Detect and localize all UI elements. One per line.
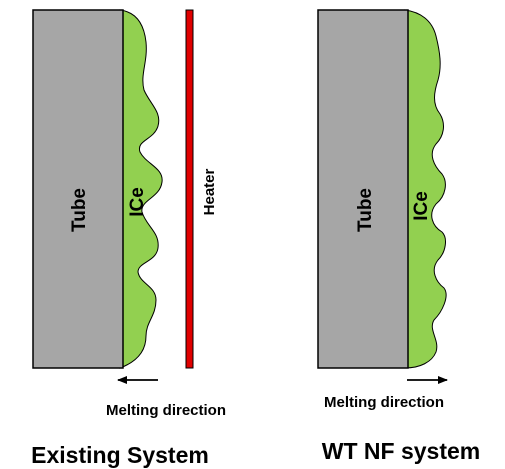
tube-wtnf xyxy=(317,9,409,369)
tube-existing xyxy=(32,9,124,369)
ice-label-wtnf: ICe xyxy=(411,191,432,221)
ice-label-existing: ICe xyxy=(127,187,148,217)
tube-label-existing: Tube xyxy=(69,188,90,232)
heater-bar xyxy=(185,9,194,369)
melting-direction-label-wtnf: Melting direction xyxy=(324,394,444,411)
ice-layer-existing xyxy=(119,9,163,369)
existing-system-title: Existing System xyxy=(31,442,209,468)
existing-system-panel: Tube ICe Heater Melting direction Existi… xyxy=(31,9,226,468)
tube-label-wtnf: Tube xyxy=(355,188,376,232)
melting-direction-label-existing: Melting direction xyxy=(106,402,226,419)
ice-layer-wtnf xyxy=(404,9,447,369)
heater-label: Heater xyxy=(201,168,218,215)
wtnf-system-panel: Tube ICe Melting direction WT NF system xyxy=(317,9,480,464)
wtnf-system-title: WT NF system xyxy=(322,438,480,464)
